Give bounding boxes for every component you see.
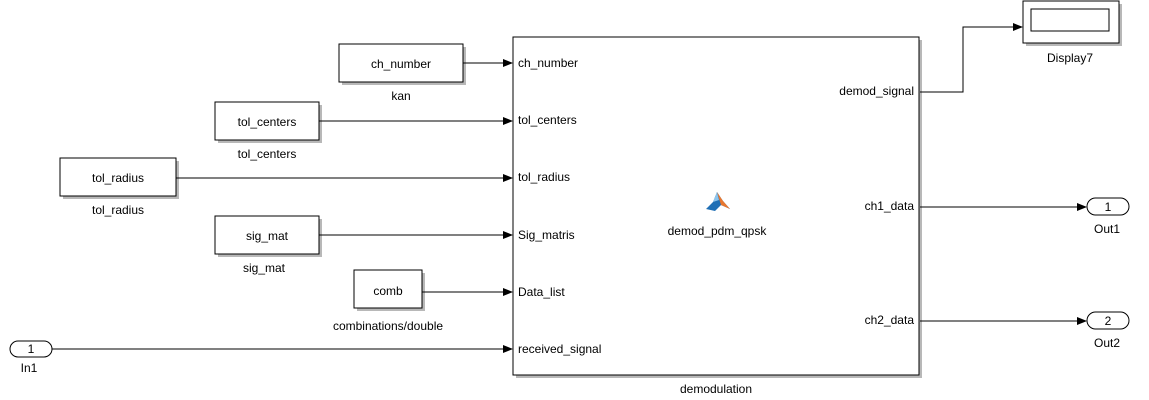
constant-label-sig-mat: sig_mat [243,261,286,275]
port-label-tol-centers: tol_centers [518,113,577,127]
constant-label-kan: kan [391,89,410,103]
constant-value-sig-mat: sig_mat [246,229,289,243]
port-label-ch1-data: ch1_data [865,199,915,213]
signal-line-demod-signal[interactable] [920,23,1023,93]
outport-label-out1: Out1 [1094,222,1120,236]
constant-value-tol-centers: tol_centers [238,115,297,129]
matlab-function-icon [706,192,730,211]
port-label-ch-number: ch_number [518,56,578,70]
signal-lines [52,23,1087,353]
constant-block-comb[interactable]: comb [353,269,425,311]
display-label-display7: Display7 [1047,51,1093,65]
port-label-tol-radius: tol_radius [518,170,570,184]
port-label-received-signal: received_signal [518,342,601,356]
subsystem-block-demodulation[interactable]: ch_number tol_centers tol_radius Sig_mat… [512,36,922,378]
function-name: demod_pdm_qpsk [668,224,768,238]
constant-value-ch-number: ch_number [371,57,431,71]
inport-label-in1: In1 [21,361,38,375]
constant-label-tol-radius: tol_radius [92,203,144,217]
constant-block-sig-mat[interactable]: sig_mat [214,215,322,257]
port-label-sig-matris: Sig_matris [518,228,575,242]
outport-block-out1[interactable]: 1 [1086,197,1130,216]
constant-label-tol-centers: tol_centers [238,147,297,161]
outport-label-out2: Out2 [1094,336,1120,350]
inport-block-in1[interactable]: 1 [9,340,53,358]
constant-value-tol-radius: tol_radius [92,171,144,185]
port-label-data-list: Data_list [518,285,565,299]
constant-value-comb: comb [373,284,403,298]
port-label-demod-signal: demod_signal [839,84,914,98]
display-block-display7[interactable] [1022,0,1122,46]
constant-block-tol-centers[interactable]: tol_centers [214,101,322,143]
outport-block-out2[interactable]: 2 [1086,311,1130,330]
inport-number: 1 [28,342,35,356]
port-label-ch2-data: ch2_data [865,313,915,327]
constant-block-tol-radius[interactable]: tol_radius [59,157,179,199]
constant-label-combinations: combinations/double [333,319,443,333]
subsystem-label-demodulation: demodulation [680,382,752,396]
outport-number-1: 1 [1105,200,1112,214]
outport-number-2: 2 [1105,314,1112,328]
constant-block-ch-number[interactable]: ch_number [338,43,466,85]
